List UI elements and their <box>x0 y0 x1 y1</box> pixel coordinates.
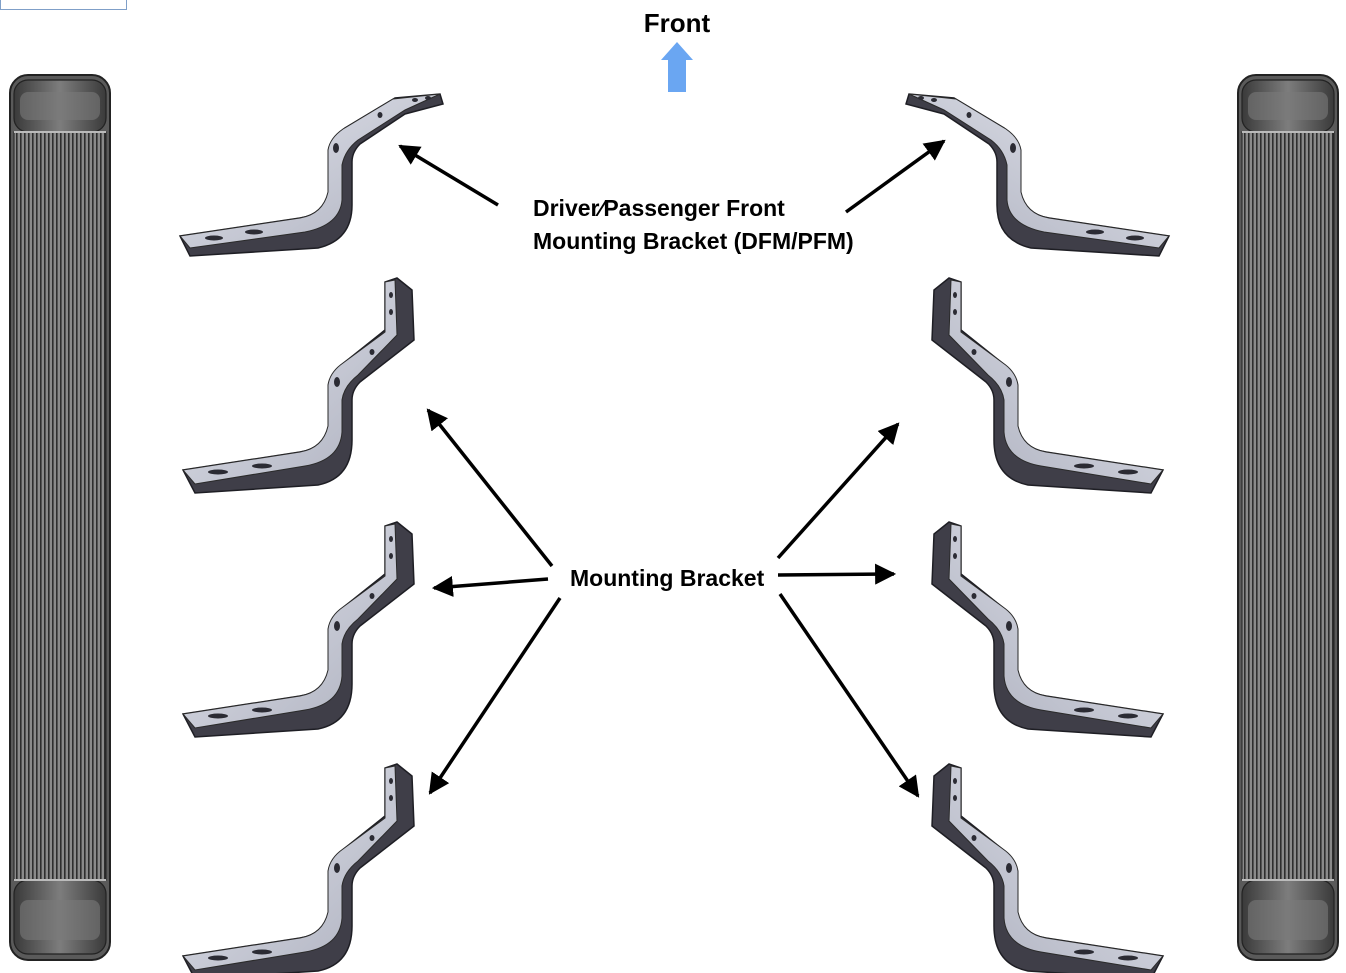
left-mounting-bracket-3 <box>182 763 415 973</box>
mounting-bracket-label: Mounting Bracket <box>570 565 765 591</box>
corner-frame <box>0 0 127 10</box>
arrow-right-bracket-2 <box>777 563 897 585</box>
front-label: Front <box>644 8 711 38</box>
left-running-board <box>9 74 111 961</box>
left-mounting-bracket-1 <box>182 277 415 494</box>
right-mounting-bracket-2 <box>931 521 1164 738</box>
arrow-right-bracket-3 <box>778 593 920 798</box>
arrow-up-icon <box>661 42 693 92</box>
right-running-board <box>1237 74 1339 961</box>
right-front-bracket <box>905 93 1170 257</box>
front-bracket-label-line1: Driver∕Passenger Front <box>533 195 785 221</box>
arrow-left-bracket-1 <box>426 408 554 568</box>
front-bracket-label-line2: Mounting Bracket (DFM/PFM) <box>533 228 854 254</box>
left-mounting-bracket-2 <box>182 521 415 738</box>
arrow-right-front-bracket <box>844 139 946 214</box>
arrow-left-bracket-3 <box>428 597 562 795</box>
right-mounting-bracket-1 <box>931 277 1164 494</box>
arrow-left-front-bracket <box>398 144 499 207</box>
arrow-left-bracket-2 <box>431 576 549 597</box>
left-front-bracket <box>179 93 444 257</box>
arrow-right-bracket-1 <box>776 422 900 560</box>
right-mounting-bracket-3 <box>931 763 1164 973</box>
